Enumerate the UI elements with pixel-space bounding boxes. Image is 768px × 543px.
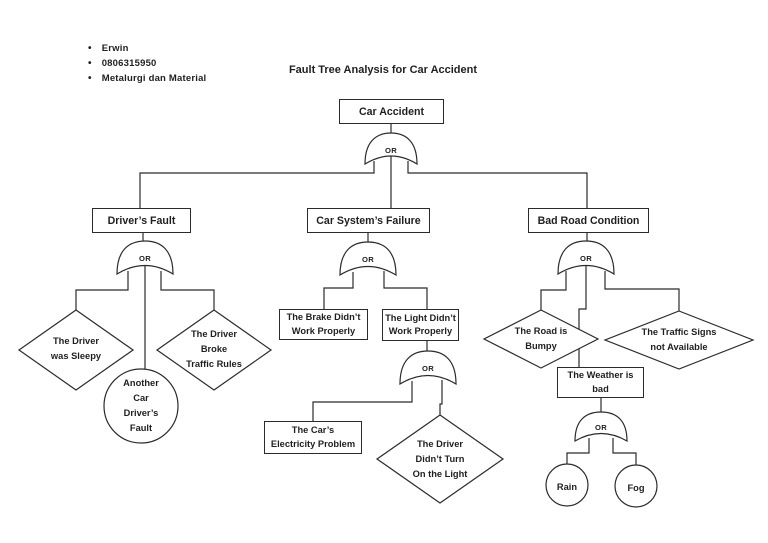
list-item: • 0806315950 bbox=[88, 56, 206, 71]
connector-to-brake-box bbox=[323, 272, 354, 309]
or-gate-bad-road bbox=[557, 240, 615, 276]
bullet-icon: • bbox=[88, 57, 92, 69]
node-light-failure: The Light Didn’t Work Properly bbox=[382, 309, 459, 341]
or-gate-weather-label: OR bbox=[595, 423, 607, 432]
or-gate-weather bbox=[574, 411, 628, 443]
node-bad-road-condition: Bad Road Condition bbox=[528, 208, 649, 233]
label-fog: Fog bbox=[627, 483, 645, 493]
connector-to-broke-rules-diamond bbox=[160, 271, 215, 310]
connector-gate-to-bad-road bbox=[407, 161, 588, 208]
diamond-road-bumpy bbox=[482, 309, 600, 369]
circle-fog bbox=[614, 464, 658, 508]
node-car-accident: Car Accident bbox=[339, 99, 444, 124]
label-rain: Rain bbox=[556, 482, 578, 492]
bullet-icon: • bbox=[88, 72, 92, 84]
author-department: Metalurgi dan Material bbox=[101, 73, 207, 84]
diamond-driver-no-light bbox=[375, 414, 505, 504]
label-another-car: Another Car Driver’s Fault bbox=[123, 378, 159, 433]
node-electricity-problem: The Car’s Electricity Problem bbox=[264, 421, 362, 454]
label-driver-no-light: The Driver Didn’t Turn On the Light bbox=[412, 439, 468, 479]
connector-to-bumpy-diamond bbox=[540, 271, 567, 310]
label-road-bumpy: The Road is Bumpy bbox=[514, 326, 568, 351]
connector-to-fog-circle bbox=[612, 438, 637, 465]
connector-to-electricity-box bbox=[312, 381, 413, 421]
author-id: 0806315950 bbox=[101, 58, 157, 69]
diamond-driver-broke-rules bbox=[155, 309, 273, 391]
connector-to-light-box bbox=[383, 271, 428, 309]
connector-to-no-light-diamond bbox=[439, 380, 443, 415]
node-drivers-fault: Driver’s Fault bbox=[92, 208, 191, 233]
node-car-system-failure: Car System’s Failure bbox=[307, 208, 430, 233]
diamond-driver-sleepy bbox=[17, 309, 135, 391]
page-title: Fault Tree Analysis for Car Accident bbox=[288, 64, 478, 76]
or-gate-light-label: OR bbox=[422, 364, 434, 373]
or-gate-drivers-fault bbox=[116, 240, 174, 276]
bullet-icon: • bbox=[88, 42, 92, 54]
author-name: Erwin bbox=[101, 43, 129, 54]
connector-to-sleepy-diamond bbox=[75, 271, 129, 310]
node-weather-bad: The Weather is bad bbox=[557, 367, 644, 398]
label-driver-broke-rules: The Driver Broke Traffic Rules bbox=[186, 329, 242, 369]
or-gate-car-system-label: OR bbox=[362, 255, 374, 264]
circle-another-car bbox=[103, 368, 179, 444]
connector-to-traffic-signs-diamond bbox=[604, 271, 680, 311]
author-bullet-list: • Erwin • 0806315950 • Metalurgi dan Mat… bbox=[88, 41, 206, 86]
node-brake-failure: The Brake Didn’t Work Properly bbox=[279, 309, 368, 340]
circle-rain bbox=[545, 463, 589, 507]
list-item: • Erwin bbox=[88, 41, 206, 56]
or-gate-top bbox=[364, 132, 418, 166]
list-item: • Metalurgi dan Material bbox=[88, 71, 206, 86]
connector-gate-to-drivers-fault bbox=[139, 161, 375, 208]
label-traffic-signs: The Traffic Signs not Available bbox=[641, 327, 717, 352]
or-gate-drivers-fault-label: OR bbox=[139, 254, 151, 263]
or-gate-light bbox=[399, 350, 457, 386]
label-driver-sleepy: The Driver was Sleepy bbox=[50, 336, 102, 361]
or-gate-bad-road-label: OR bbox=[580, 254, 592, 263]
or-gate-car-system bbox=[339, 241, 397, 277]
or-gate-top-label: OR bbox=[385, 146, 397, 155]
diamond-traffic-signs bbox=[603, 310, 755, 370]
connector-to-rain-circle bbox=[566, 438, 590, 464]
